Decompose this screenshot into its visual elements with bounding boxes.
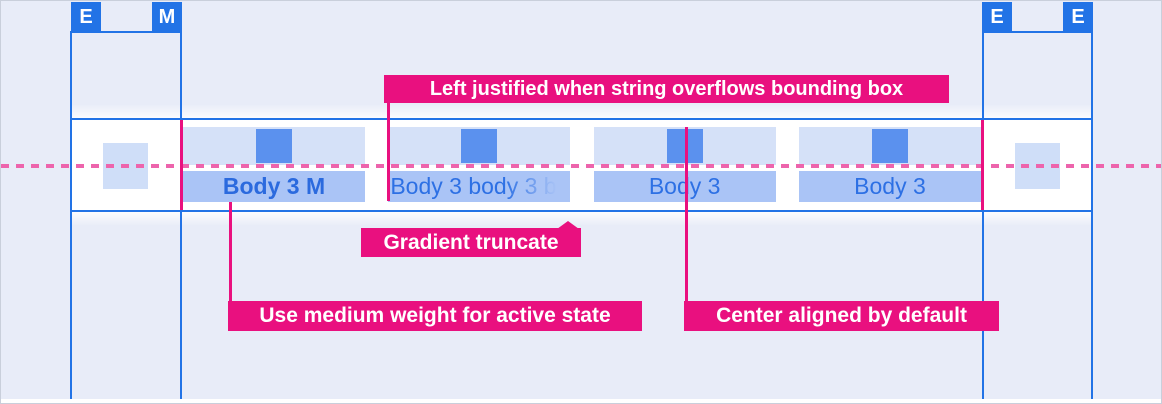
tab-icon-placeholder <box>461 129 498 163</box>
tab-icon-placeholder <box>666 129 703 163</box>
page-bottom-strip <box>1 399 1161 403</box>
margin-marker-e-left: E <box>71 2 101 32</box>
tab-icon-placeholder <box>256 129 292 163</box>
connector-center-annotation <box>685 127 688 301</box>
tab-body3m-active[interactable]: Body 3 M <box>183 127 365 202</box>
guide-line-edge-right <box>1091 32 1093 400</box>
annotation-left-justified: Left justified when string overflows bou… <box>384 75 949 103</box>
annotation-medium-weight: Use medium weight for active state <box>228 301 642 331</box>
margin-marker-e-right-outer: E <box>1063 2 1093 32</box>
guide-bracket-right <box>982 31 1093 33</box>
tab-area-boundary-left <box>180 120 183 210</box>
tab-label: Body 3 M <box>222 173 326 199</box>
bar-glow-bottom <box>71 212 1093 226</box>
tab-label: Body 3 <box>648 173 721 199</box>
tab-body3-third[interactable]: Body 3 <box>593 127 776 202</box>
tab-body3-truncated[interactable]: Body 3 body 3 b <box>388 127 571 202</box>
tab-body3-fourth[interactable]: Body 3 <box>798 127 981 202</box>
bar-glow-top <box>71 104 1093 118</box>
tab-rest-area <box>388 127 571 165</box>
guide-bracket-left <box>70 31 182 33</box>
tab-row: Body 3 M Body 3 body 3 b Body 3 <box>183 127 981 202</box>
tab-icon-placeholder <box>871 129 908 163</box>
annotation-caret-up-icon <box>557 221 579 229</box>
tab-label-area: Body 3 <box>593 171 776 202</box>
annotation-center-aligned: Center aligned by default <box>684 301 999 331</box>
tab-label-area: Body 3 M <box>183 171 365 202</box>
connector-active-annotation <box>229 202 232 301</box>
tab-label-area: Body 3 <box>798 171 981 202</box>
connector-overflow-annotation <box>387 101 390 201</box>
annotation-gradient-truncate: Gradient truncate <box>361 228 581 257</box>
tab-label: Body 3 <box>854 173 926 199</box>
guide-line-edge-left <box>70 32 72 400</box>
tab-rest-area <box>798 127 981 165</box>
margin-marker-m-left: M <box>152 2 182 32</box>
tab-rest-area <box>593 127 776 165</box>
tab-area-boundary-right <box>981 120 984 210</box>
guide-line-margin-right <box>982 32 984 400</box>
baseline-dashed-line <box>1 164 1161 168</box>
guide-line-margin-left <box>180 32 182 400</box>
tab-label-area: Body 3 body 3 b <box>388 171 571 202</box>
margin-marker-e-right-inner: E <box>982 2 1012 32</box>
tab-rest-area <box>183 127 365 165</box>
gradient-truncate-fade <box>504 171 571 202</box>
